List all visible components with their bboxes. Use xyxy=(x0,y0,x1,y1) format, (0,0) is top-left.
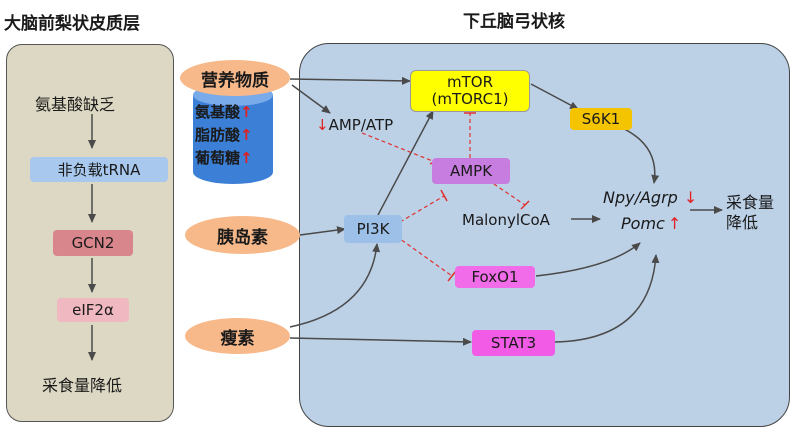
pi3k-label: PI3K xyxy=(356,220,390,238)
intake-line2: 降低 xyxy=(726,213,759,232)
gcn2-box: GCN2 xyxy=(53,230,133,256)
arrow-s6k1-npy xyxy=(619,126,660,184)
fatty-acid-item: 脂肪酸↑ xyxy=(195,126,253,144)
arrow-leptin-pi3k xyxy=(289,243,381,328)
inhibit-amp-ampk xyxy=(361,132,436,163)
nutrient-cylinder-body xyxy=(193,95,273,172)
malonyl-coa: MalonylCoA xyxy=(462,211,550,229)
arrow-foxo1-pomc xyxy=(535,242,641,277)
amp-atp-ratio: ↓AMP/ATP xyxy=(316,116,393,134)
foxo1-label: FoxO1 xyxy=(471,268,519,286)
pomc-up-arrow: ↑ xyxy=(667,214,682,233)
nutrients-ellipse: 营养物质 xyxy=(180,60,290,96)
stat3-box: STAT3 xyxy=(472,330,555,356)
amino-acid-item: 氨基酸↑ xyxy=(195,103,253,121)
inhibit-pi3k-ampk xyxy=(399,195,445,223)
s6k1-label: S6K1 xyxy=(581,110,621,128)
arrow-pi3k-mtor xyxy=(377,110,434,216)
arrow-nutrients-amp xyxy=(291,84,331,114)
npy-agrp-label: Npy/Agrp xyxy=(603,188,678,207)
eif2a-box: eIF2α xyxy=(57,298,129,322)
glucose-item: 葡萄糖↑ xyxy=(195,149,253,167)
mtorc1-label: (mTORC1) xyxy=(431,90,509,108)
amp-atp-label: AMP/ATP xyxy=(328,116,394,134)
arrow-insulin-pi3k xyxy=(299,226,346,236)
stat3-label: STAT3 xyxy=(490,334,537,352)
uncharged-trna-label: 非负载tRNA xyxy=(57,161,141,179)
right-panel xyxy=(299,43,790,427)
left-region-title: 大脑前梨状皮质层 xyxy=(4,14,140,34)
ampk-box: AMPK xyxy=(432,158,510,184)
arrow-mtor-s6k1 xyxy=(530,83,579,110)
reduced-intake-right: 采食量 降低 xyxy=(726,193,774,233)
leptin-label: 瘦素 xyxy=(220,328,255,349)
amino-acid-deficiency: 氨基酸缺乏 xyxy=(35,95,116,114)
reduced-intake-left: 采食量降低 xyxy=(42,376,123,395)
arrow-leptin-stat3 xyxy=(289,337,472,346)
insulin-label: 胰岛素 xyxy=(217,227,268,248)
nutrient-cylinder-bottom xyxy=(193,160,273,184)
arrow-nutrients-mtor xyxy=(289,76,411,85)
gcn2-label: GCN2 xyxy=(71,234,115,252)
uncharged-trna-box: 非负载tRNA xyxy=(30,157,168,182)
s6k1-box: S6K1 xyxy=(570,108,632,130)
mtor-box: mTOR (mTORC1) xyxy=(410,70,530,112)
eif2a-label: eIF2α xyxy=(72,301,114,319)
amp-down-arrow: ↓ xyxy=(316,116,329,134)
pi3k-box: PI3K xyxy=(344,215,402,243)
intake-line1: 采食量 xyxy=(726,193,775,212)
pomc-label: Pomc xyxy=(621,214,665,233)
npy-agrp: Npy/Agrp ↓ xyxy=(603,188,697,207)
right-region-title: 下丘脑弓状核 xyxy=(463,12,565,32)
ampk-label: AMPK xyxy=(449,162,493,180)
inhibit-pi3k-foxo1 xyxy=(395,235,453,277)
mtor-label: mTOR xyxy=(446,73,493,91)
foxo1-box: FoxO1 xyxy=(455,266,535,288)
leptin-ellipse: 瘦素 xyxy=(185,318,290,354)
pomc: Pomc↑ xyxy=(621,214,681,233)
insulin-ellipse: 胰岛素 xyxy=(185,216,300,254)
npy-down-arrow: ↓ xyxy=(683,188,698,207)
nutrients-label: 营养物质 xyxy=(201,70,269,91)
arrow-stat3-pomc xyxy=(554,254,660,343)
inhibit-ampk-malonyl xyxy=(487,179,526,206)
